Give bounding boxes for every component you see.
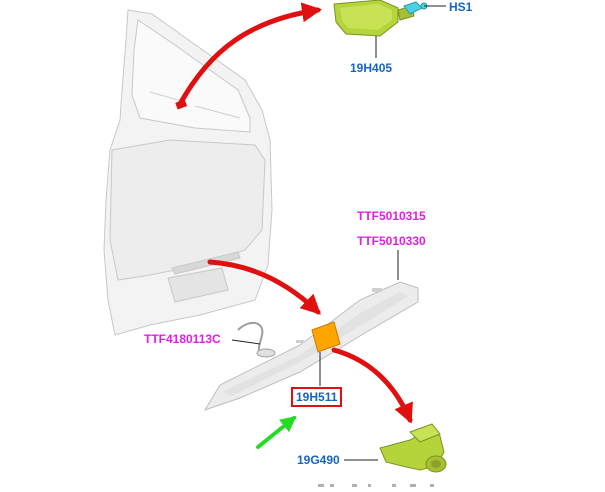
label-19h405: 19H405	[350, 61, 393, 75]
cut-off-footer-marks	[318, 484, 434, 487]
applique-bar-part	[203, 281, 419, 411]
callout-arrows	[177, 2, 413, 424]
module-19h405-part	[333, 0, 428, 37]
arrow-to-19g490	[331, 347, 413, 424]
label-ttf5010330: TTF5010330	[357, 234, 426, 248]
label-ttf5010315: TTF5010315	[357, 209, 426, 223]
arrow-to-applique	[207, 259, 321, 315]
label-19h511-highlighted: 19H511	[291, 387, 343, 407]
green-pointer-arrow	[256, 415, 297, 449]
label-hs1: HS1	[449, 0, 473, 14]
leader-lines	[231, 5, 446, 461]
liftgate-illustration	[103, 9, 273, 336]
connector-19g490-part	[379, 423, 447, 473]
label-ttf4180113c: TTF4180113C	[144, 332, 221, 346]
arrow-to-19h405	[177, 2, 322, 107]
label-19g490: 19G490	[297, 453, 340, 467]
